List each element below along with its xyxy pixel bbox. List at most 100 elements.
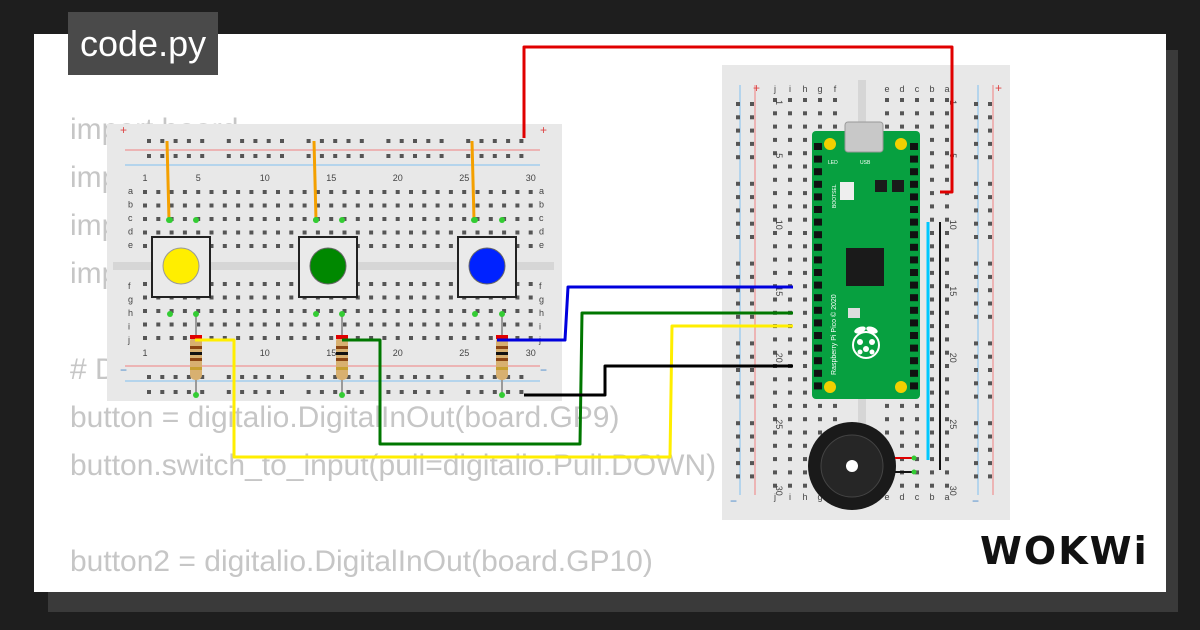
breadboard-hole — [355, 336, 360, 340]
breadboard-hole — [930, 98, 934, 102]
pico-pin — [910, 344, 918, 352]
breadboard-hole — [736, 288, 740, 293]
breadboard-hole — [974, 274, 978, 279]
breadboard-hole — [399, 375, 404, 379]
column-letter: e — [884, 84, 889, 94]
breadboard-hole — [160, 154, 165, 158]
breadboard-hole — [226, 390, 231, 394]
pico-pin — [814, 319, 822, 327]
breadboard-hole — [333, 154, 338, 158]
pushbutton-blue[interactable] — [457, 236, 517, 298]
orange-jumper-wire — [470, 140, 476, 221]
row-letter: i — [128, 322, 130, 332]
breadboard-hole — [143, 217, 147, 221]
breadboard-hole — [435, 190, 440, 194]
breadboard-hole — [222, 230, 227, 235]
breadboard-hole — [930, 403, 934, 408]
breadboard-hole — [169, 203, 174, 208]
file-tab[interactable]: code.py — [68, 12, 219, 75]
breadboard-hole — [788, 297, 792, 302]
breadboard-hole — [750, 221, 754, 226]
breadboard-hole — [422, 244, 427, 248]
breadboard-hole — [355, 309, 360, 313]
rail-plus-label: + — [753, 81, 760, 95]
breadboard-hole — [833, 403, 837, 408]
yellow-wire — [195, 324, 793, 459]
resistor-band — [336, 346, 348, 349]
breadboard-hole — [803, 457, 807, 462]
breadboard-hole — [803, 417, 807, 422]
breadboard-hole — [750, 288, 754, 293]
breadboard-hole — [803, 310, 807, 315]
breadboard-hole — [773, 177, 777, 182]
breadboard-hole — [448, 322, 453, 327]
breadboard-hole — [276, 282, 280, 286]
breadboard-hole — [915, 111, 919, 116]
pico-pin — [910, 332, 918, 339]
breadboard-hole — [262, 244, 267, 248]
breadboard-hole — [186, 390, 191, 394]
breadboard-hole — [222, 217, 227, 221]
breadboard-hole — [788, 430, 792, 435]
breadboard-hole — [988, 474, 992, 479]
breadboard-hole — [974, 354, 978, 359]
resistors — [167, 217, 508, 398]
breadboard-hole — [519, 139, 524, 143]
column-number: 1 — [142, 348, 147, 358]
row-letter: h — [128, 308, 133, 318]
breadboard-hole — [182, 190, 187, 194]
breadboard-hole — [346, 154, 351, 158]
breadboard-hole — [736, 221, 740, 226]
breadboard-hole — [930, 483, 934, 488]
breadboard-hole — [502, 190, 507, 194]
breadboard-hole — [479, 139, 484, 143]
breadboard-hole — [930, 217, 934, 222]
breadboard-hole — [788, 177, 792, 182]
breadboard-hole — [885, 111, 889, 116]
breadboard-hole — [788, 137, 792, 142]
breadboard-hole — [773, 137, 777, 142]
breadboard-hole — [750, 181, 754, 186]
breadboard-hole — [382, 190, 387, 194]
breadboard-hole — [988, 447, 992, 452]
row-letter: e — [128, 240, 133, 250]
pico-pin — [910, 281, 918, 289]
row-number: 20 — [774, 353, 784, 363]
breadboard-hole — [945, 111, 949, 116]
breadboard-hole — [475, 203, 480, 208]
breadboard-hole — [818, 417, 822, 422]
breadboard-hole — [475, 190, 480, 194]
breadboard-hole — [736, 381, 740, 386]
breadboard-hole — [209, 322, 214, 327]
row-letter: a — [539, 186, 544, 196]
breadboard-hole — [236, 217, 241, 221]
breadboard-hole — [399, 139, 404, 143]
breadboard-hole — [930, 257, 934, 262]
column-letter: c — [915, 492, 920, 502]
breadboard-hole — [342, 230, 347, 235]
pushbutton-yellow[interactable] — [151, 236, 211, 298]
breadboard-hole — [945, 364, 949, 368]
wokwi-logo[interactable]: WOKWi — [980, 526, 1150, 576]
breadboard-hole — [988, 181, 992, 186]
blue-wire — [497, 285, 793, 342]
pico-pin — [910, 369, 918, 377]
breadboard-hole — [974, 115, 978, 120]
breadboard-hole — [788, 98, 792, 102]
breadboard-hole — [528, 322, 533, 327]
breadboard-hole — [156, 309, 161, 313]
breadboard-hole — [386, 139, 391, 143]
breadboard-hole — [945, 350, 949, 355]
breadboard-hole — [448, 203, 453, 208]
breadboard-hole — [186, 375, 191, 379]
pushbutton-green[interactable] — [298, 236, 358, 298]
breadboard-hole — [988, 141, 992, 146]
breadboard-hole — [974, 261, 978, 266]
breadboard-hole — [974, 155, 978, 160]
breadboard-hole — [315, 203, 320, 208]
breadboard-hole — [988, 102, 992, 106]
breadboard-hole — [974, 421, 978, 426]
breadboard-hole — [974, 141, 978, 146]
breadboard-hole — [369, 322, 374, 327]
breadboard-hole — [773, 470, 777, 475]
